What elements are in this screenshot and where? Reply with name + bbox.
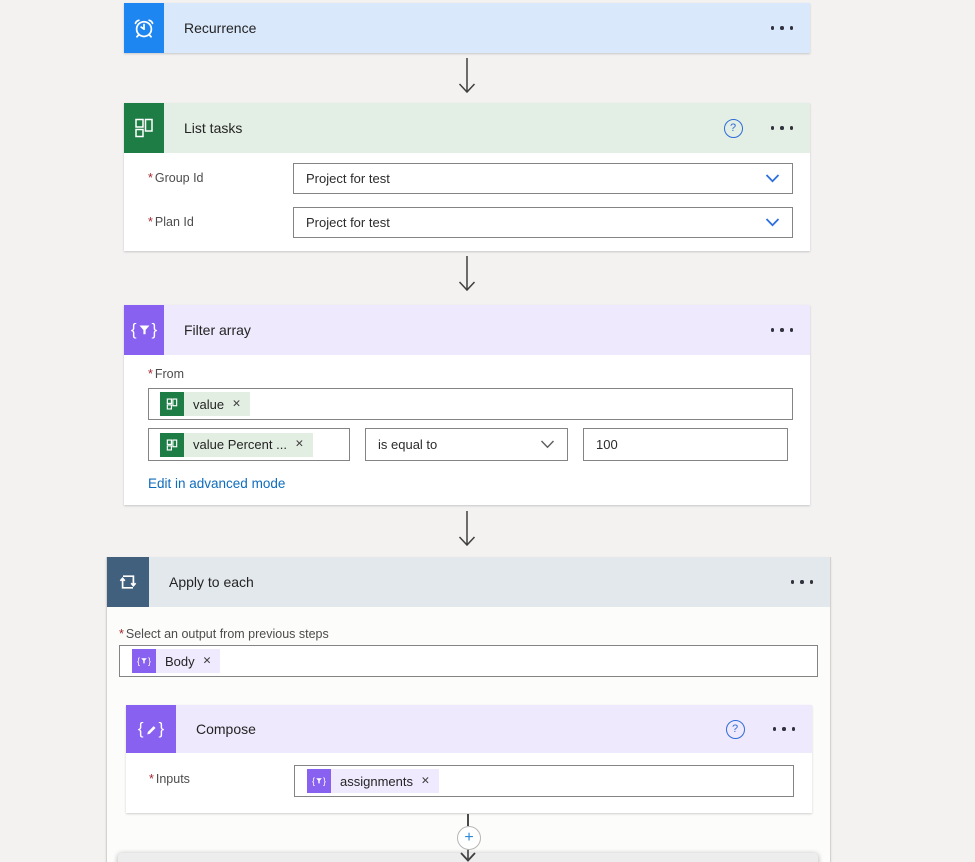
condition-value-input[interactable]: 100: [583, 428, 788, 461]
apply-to-each-header[interactable]: Apply to each: [107, 557, 830, 607]
token-label: value Percent ...: [193, 437, 287, 452]
recurrence-header[interactable]: Recurrence: [124, 3, 810, 53]
plan-id-dropdown[interactable]: Project for test: [293, 207, 793, 238]
filter-array-more-button[interactable]: [769, 322, 796, 338]
down-arrow-icon: [458, 511, 476, 547]
inputs-label: *Inputs: [149, 772, 190, 786]
ellipsis-icon: [770, 126, 774, 130]
filter-array-title: Filter array: [184, 322, 251, 338]
apply-to-each-scope: Apply to each *Select an output from pre…: [106, 557, 831, 862]
planner-icon: [124, 103, 164, 153]
down-arrow-icon: [460, 849, 476, 862]
braces-pencil-icon: { }: [126, 705, 176, 753]
ellipsis-icon: [770, 26, 774, 30]
dropdown-value: is equal to: [378, 437, 438, 452]
token-label: assignments: [340, 773, 413, 789]
filter-token-icon: { }: [307, 769, 331, 793]
plan-id-label: *Plan Id: [148, 215, 194, 229]
question-icon: ?: [731, 723, 739, 735]
add-action-button[interactable]: +: [457, 826, 481, 850]
apply-to-each-title: Apply to each: [169, 574, 254, 590]
dropdown-value: Project for test: [306, 171, 390, 186]
plus-icon: +: [464, 829, 474, 846]
card-filter-array: { } Filter array *From value ✕: [124, 305, 810, 505]
remove-token-button[interactable]: ✕: [294, 438, 304, 451]
token-value: value ✕: [160, 392, 250, 416]
down-arrow-icon: [458, 58, 476, 94]
recurrence-title: Recurrence: [184, 20, 257, 36]
group-id-dropdown[interactable]: Project for test: [293, 163, 793, 194]
chevron-down-icon: [540, 440, 567, 449]
connector-stub: [467, 814, 469, 826]
chevron-down-icon: [765, 174, 792, 183]
inputs-field[interactable]: { } assignments ✕: [294, 765, 794, 797]
card-list-tasks: List tasks ? *Group Id Project for test …: [124, 103, 810, 251]
from-field[interactable]: value ✕: [148, 388, 793, 420]
chevron-down-icon: [765, 218, 792, 227]
card-recurrence: Recurrence: [124, 3, 810, 53]
filter-braces-icon: { }: [124, 305, 164, 355]
ellipsis-icon: [770, 328, 774, 332]
group-id-label: *Group Id: [148, 171, 204, 185]
filter-token-icon: { }: [132, 649, 156, 673]
remove-token-button[interactable]: ✕: [420, 774, 430, 787]
remove-token-button[interactable]: ✕: [232, 397, 241, 410]
recurrence-more-button[interactable]: [769, 20, 796, 36]
list-tasks-title: List tasks: [184, 120, 243, 136]
remove-token-button[interactable]: ✕: [202, 654, 212, 667]
planner-token-icon: [160, 432, 184, 457]
apply-to-each-more-button[interactable]: [789, 574, 816, 590]
planner-token-icon: [160, 392, 184, 416]
select-output-field[interactable]: { } Body ✕: [119, 645, 818, 677]
from-label: *From: [148, 367, 185, 381]
filter-array-header[interactable]: { } Filter array: [124, 305, 810, 355]
compose-title: Compose: [196, 721, 256, 737]
help-button[interactable]: ?: [723, 118, 743, 138]
token-assignments: { } assignments ✕: [307, 769, 439, 793]
condition-operator-dropdown[interactable]: is equal to: [365, 428, 568, 461]
help-button[interactable]: ?: [725, 719, 745, 739]
question-icon: ?: [729, 122, 737, 134]
loop-icon: [107, 557, 149, 607]
dropdown-value: Project for test: [306, 215, 390, 230]
token-value-percent: value Percent ... ✕: [160, 432, 313, 457]
ellipsis-icon: [790, 580, 794, 584]
list-tasks-more-button[interactable]: [769, 120, 796, 136]
card-compose: { } Compose ? *Inputs { }: [126, 705, 812, 813]
alarm-clock-icon: [124, 3, 164, 53]
select-output-label: *Select an output from previous steps: [119, 627, 329, 641]
token-label: value: [193, 396, 225, 412]
compose-more-button[interactable]: [771, 721, 798, 737]
condition-value: 100: [596, 437, 618, 452]
down-arrow-icon: [458, 256, 476, 292]
compose-header[interactable]: { } Compose ?: [126, 705, 812, 753]
condition-left-field[interactable]: value Percent ... ✕: [148, 428, 350, 461]
token-body: { } Body ✕: [132, 649, 221, 673]
token-label: Body: [165, 653, 195, 669]
edit-advanced-mode-link[interactable]: Edit in advanced mode: [148, 476, 286, 491]
list-tasks-header[interactable]: List tasks ?: [124, 103, 810, 153]
ellipsis-icon: [772, 727, 776, 731]
